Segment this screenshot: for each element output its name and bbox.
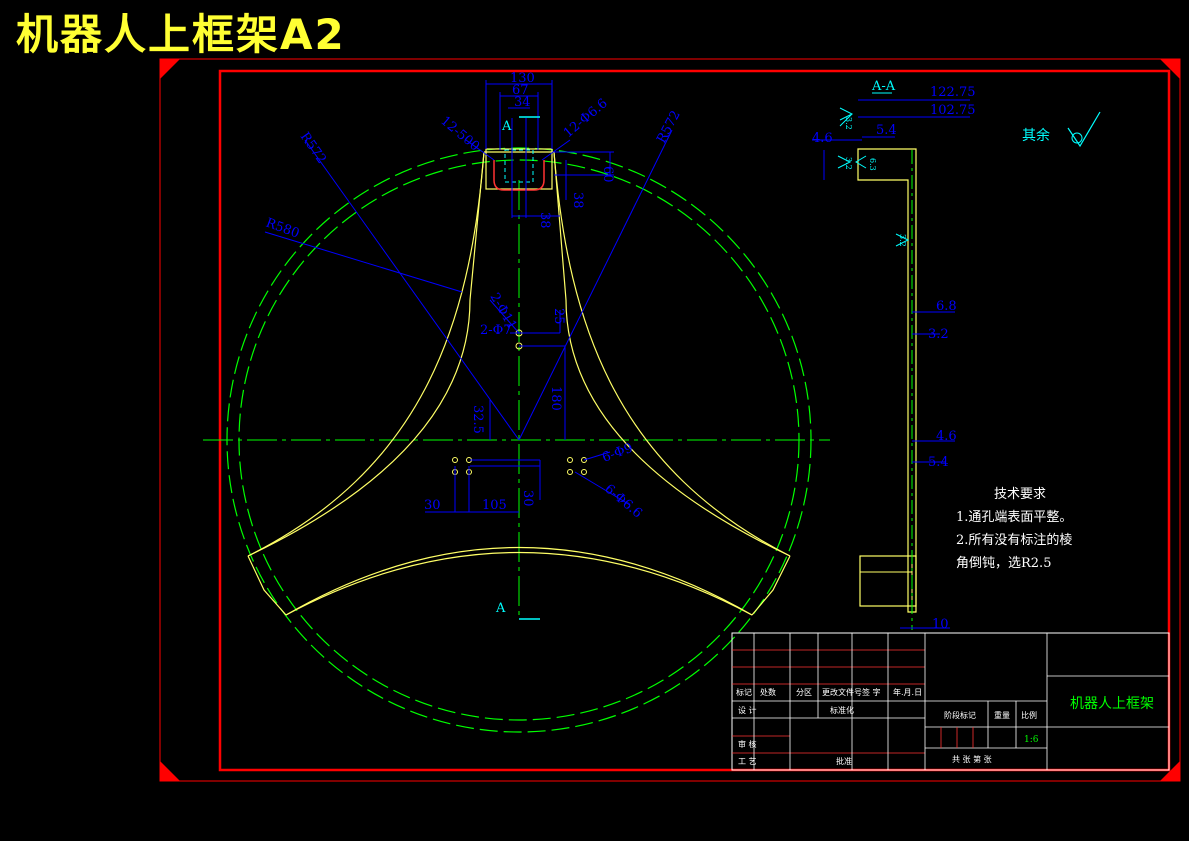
bottom-arc	[285, 547, 753, 616]
corner-mark-tr	[1160, 59, 1180, 79]
dim-25: 25	[551, 308, 566, 325]
tb-scale: 1:6	[1024, 735, 1039, 745]
dim-122-75: 122.75	[930, 85, 976, 100]
tb-weight: 重量	[994, 710, 1010, 720]
dim-38-a: 38	[537, 212, 552, 229]
dim-32-5: 32.5	[470, 405, 485, 434]
tb-count: 处数	[760, 687, 776, 697]
dim-5-4-b: 5.4	[928, 455, 949, 470]
dim-6-phi9: 6-Φ9	[600, 441, 635, 466]
dim-130: 130	[510, 71, 535, 86]
page-title: 机器人上框架A2	[16, 10, 346, 59]
roughness-symbol	[855, 155, 867, 169]
roughness-label-a: 3.2	[844, 117, 853, 130]
tb-mark: 标记	[736, 687, 752, 697]
title-block: 标记 处数 分区 更改文件号 签 字 年.月.日 设 计 标准化 阶段标记 重量…	[731, 632, 1170, 771]
dim-r572-left: R572	[297, 130, 329, 167]
roughness-label-c: 6.3	[868, 158, 877, 171]
hole	[567, 469, 573, 475]
tb-stage: 阶段标记	[944, 710, 976, 720]
tb-sheets: 共 张 第 张	[952, 754, 992, 764]
dim-r572-right: R572	[654, 108, 683, 146]
tb-standard: 标准化	[830, 705, 854, 715]
dim-38-b: 38	[570, 192, 585, 209]
dim-102-75: 102.75	[930, 103, 976, 118]
dimension-lines	[264, 80, 673, 513]
top-boss	[485, 148, 553, 190]
dim-3-2: 3.2	[928, 327, 949, 342]
tb-sign: 签 字	[862, 687, 881, 697]
roughness-label-b: 3.2	[844, 157, 853, 170]
section-mark-bottom: A	[495, 601, 506, 616]
dim-67: 67	[512, 83, 529, 98]
tech-req-line3: 角倒钝，选R2.5	[956, 556, 1051, 571]
sheet-border	[159, 58, 1181, 782]
tech-req-title: 技术要求	[994, 487, 1046, 502]
dim-12-phi6: 12-Φ6.6	[561, 96, 611, 141]
dim-4-6-a: 4.6	[812, 131, 833, 146]
section-mark-top: A	[501, 119, 512, 134]
dim-5-4-a: 5.4	[876, 123, 897, 138]
dim-105: 105	[482, 498, 507, 513]
tb-date: 年.月.日	[893, 687, 922, 697]
tb-review: 审 核	[738, 739, 757, 749]
dim-6-8: 6.8	[936, 299, 957, 314]
dim-180: 180	[548, 386, 563, 411]
roughness-symbol	[839, 107, 854, 127]
hole	[581, 469, 587, 475]
roughness-symbol	[895, 233, 910, 247]
top-slot	[504, 149, 534, 183]
left-arm-curve	[247, 151, 485, 557]
tech-req-line2: 2.所有没有标注的棱	[956, 532, 1072, 548]
roughness-circle-icon	[1071, 132, 1083, 144]
section-markers	[519, 116, 540, 620]
roughness-check-icon	[1067, 111, 1101, 148]
section-label: A-A	[871, 79, 896, 94]
tb-approve: 批准	[836, 756, 852, 766]
right-arm-curve	[553, 151, 791, 557]
section-foot	[859, 555, 917, 607]
roughness-note-label: 其余	[1022, 127, 1050, 144]
hole	[567, 457, 573, 463]
top-boss-red	[493, 160, 545, 191]
section-profile	[857, 148, 917, 613]
tb-change-doc: 更改文件号	[822, 687, 862, 697]
tb-ratio: 比例	[1021, 710, 1037, 720]
dim-2-phi7: 2-Φ7	[480, 323, 512, 338]
roughness-symbol	[837, 155, 852, 169]
corner-mark-bl	[160, 761, 180, 781]
inner-frame	[218, 69, 1171, 772]
dim-12-500: 12-500	[437, 114, 482, 155]
tb-zone: 分区	[796, 688, 812, 697]
dim-30-b: 30	[520, 490, 535, 507]
tb-process: 工 艺	[738, 757, 757, 766]
roughness-label-d: 3.2	[898, 234, 907, 247]
corner-mark-tl	[160, 59, 180, 79]
dim-4-6-b: 4.6	[936, 429, 957, 444]
corner-mark-br	[1160, 761, 1180, 781]
section-view: A-A 122.75 102.75 4.6 5.4 6.8	[812, 79, 976, 632]
hole	[452, 457, 458, 463]
dim-60: 60	[600, 166, 615, 183]
tb-design: 设 计	[738, 705, 757, 715]
dim-6-phi6: 6-Φ6.6	[601, 482, 644, 522]
dim-34: 34	[514, 95, 531, 110]
dim-10: 10	[932, 617, 949, 632]
tb-part-name: 机器人上框架	[1070, 696, 1154, 712]
dim-30-a: 30	[424, 498, 441, 513]
tech-req-line1: 1.通孔端表面平整。	[956, 510, 1072, 525]
hole	[581, 457, 587, 463]
